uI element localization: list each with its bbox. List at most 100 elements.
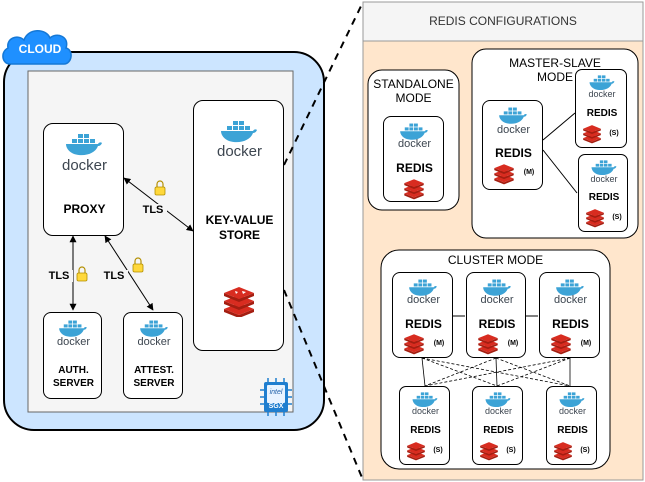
docker-whale-icon	[412, 392, 438, 408]
attest-label-line1: ATTEST.	[134, 365, 174, 376]
docker-wordmark: docker	[397, 138, 432, 150]
tls-label: TLS	[139, 204, 167, 216]
redis-logo-icon	[480, 442, 498, 461]
role-badge: (S)	[433, 447, 443, 454]
redis-label: REDIS	[586, 108, 618, 119]
auth-server-node[interactable]: docker AUTH. SERVER	[43, 312, 102, 399]
master-slave-title-line1: MASTER-SLAVE	[509, 56, 601, 70]
tls-arrow-proxy-attest	[104, 235, 154, 311]
redis-logo-icon	[586, 209, 604, 228]
redis-label: REDIS	[478, 317, 516, 331]
redis-logo-icon	[478, 334, 498, 355]
docker-whale-icon	[483, 279, 511, 296]
role-badge: (M)	[523, 169, 535, 176]
redis-logo-icon	[551, 334, 571, 355]
docker-whale-icon	[140, 320, 168, 337]
role-badge: (S)	[609, 130, 619, 137]
docker-whale-icon	[66, 134, 102, 156]
ms-link-2	[542, 149, 578, 194]
redis-logo-icon	[554, 442, 572, 461]
docker-wordmark: docker	[216, 143, 263, 160]
cluster-master-redis-node-1[interactable]: docker REDIS (M)	[392, 272, 453, 358]
sgx-label: SGX	[268, 403, 284, 410]
lock-icon	[154, 180, 166, 196]
cluster-master-redis-node-3[interactable]: docker REDIS (M)	[539, 272, 600, 358]
role-badge: (M)	[580, 340, 592, 347]
docker-wordmark: docker	[137, 336, 171, 348]
lock-icon	[132, 257, 144, 273]
docker-wordmark: docker	[61, 157, 108, 174]
master-slave-title-line2: MODE	[537, 70, 573, 84]
redis-label: REDIS	[588, 192, 620, 203]
intel-sgx-chip-icon: intel SGX	[258, 376, 294, 418]
zoom-line-bottom	[283, 289, 364, 481]
cluster-slave-redis-node-3[interactable]: docker REDIS (S)	[546, 386, 597, 465]
role-badge: (S)	[506, 447, 516, 454]
docker-whale-icon	[499, 107, 527, 124]
docker-wordmark: docker	[553, 294, 588, 306]
cluster-title: CLUSTER MODE	[447, 253, 544, 267]
attest-label-line2: SERVER	[133, 378, 175, 389]
docker-whale-icon	[409, 279, 437, 296]
auth-label-line1: AUTH.	[58, 365, 89, 376]
redis-logo-icon	[407, 442, 425, 461]
proxy-label: PROXY	[63, 202, 106, 216]
ms-link-1	[542, 112, 576, 141]
docker-whale-icon	[591, 160, 617, 176]
redis-label: REDIS	[552, 317, 589, 331]
ms-slave-redis-node-2[interactable]: docker REDIS (S)	[578, 154, 628, 232]
role-badge: (M)	[433, 340, 445, 347]
redis-logo-icon	[404, 334, 424, 355]
config-panel-title: REDIS CONFIGURATIONS	[429, 14, 577, 28]
docker-whale-icon	[400, 123, 428, 140]
redis-label: REDIS	[483, 425, 514, 436]
standalone-title-line2: MODE	[395, 91, 432, 105]
cloud-icon	[2, 30, 72, 65]
cluster-slave-redis-node-2[interactable]: docker REDIS (S)	[472, 386, 523, 465]
standalone-redis-node[interactable]: docker REDIS	[383, 116, 444, 202]
ms-master-redis-node[interactable]: docker REDIS (M)	[482, 100, 543, 190]
docker-wordmark: docker	[496, 124, 531, 136]
kv-store-node[interactable]: docker KEY-VALUE STORE	[193, 100, 284, 351]
intel-wordmark: intel	[269, 389, 283, 396]
docker-wordmark: docker	[588, 89, 616, 99]
proxy-node[interactable]: docker PROXY	[43, 123, 124, 236]
docker-whale-icon	[589, 75, 615, 91]
role-badge: (S)	[580, 447, 590, 454]
redis-logo-icon	[404, 179, 424, 200]
lock-icon	[76, 266, 88, 282]
docker-wordmark: docker	[484, 406, 512, 416]
role-badge: (M)	[507, 340, 519, 347]
tls-label: TLS	[100, 270, 128, 282]
docker-wordmark: docker	[558, 406, 586, 416]
standalone-title-line1: STANDALONE	[373, 77, 454, 91]
redis-label: REDIS	[405, 317, 442, 331]
zoom-line-top	[283, 1, 364, 166]
redis-label: REDIS	[495, 146, 532, 160]
auth-label-line2: SERVER	[53, 378, 94, 389]
cluster-replication-links	[421, 357, 571, 387]
redis-label: REDIS	[410, 425, 441, 436]
docker-whale-icon	[221, 121, 257, 143]
docker-wordmark: docker	[406, 294, 441, 306]
redis-label: REDIS	[557, 425, 588, 436]
redis-label: REDIS	[396, 161, 433, 175]
docker-wordmark: docker	[411, 406, 439, 416]
attest-server-node[interactable]: docker ATTEST. SERVER	[123, 312, 183, 399]
cloud-label: CLOUD	[18, 42, 62, 56]
config-panel-header	[362, 1, 644, 42]
cluster-master-redis-node-2[interactable]: docker REDIS (M)	[466, 272, 526, 358]
docker-whale-icon	[559, 392, 585, 408]
docker-wordmark: docker	[56, 336, 91, 348]
docker-whale-icon	[59, 320, 87, 337]
redis-logo-icon	[494, 164, 514, 185]
redis-logo-icon	[224, 287, 254, 317]
docker-wordmark: docker	[590, 174, 618, 184]
redis-logo-icon	[583, 125, 601, 144]
docker-wordmark: docker	[480, 294, 514, 306]
kv-label-line2: STORE	[218, 228, 261, 242]
ms-slave-redis-node-1[interactable]: docker REDIS (S)	[575, 69, 627, 148]
tls-label: TLS	[45, 270, 73, 282]
cluster-slave-redis-node-1[interactable]: docker REDIS (S)	[399, 386, 450, 465]
docker-whale-icon	[485, 392, 511, 408]
